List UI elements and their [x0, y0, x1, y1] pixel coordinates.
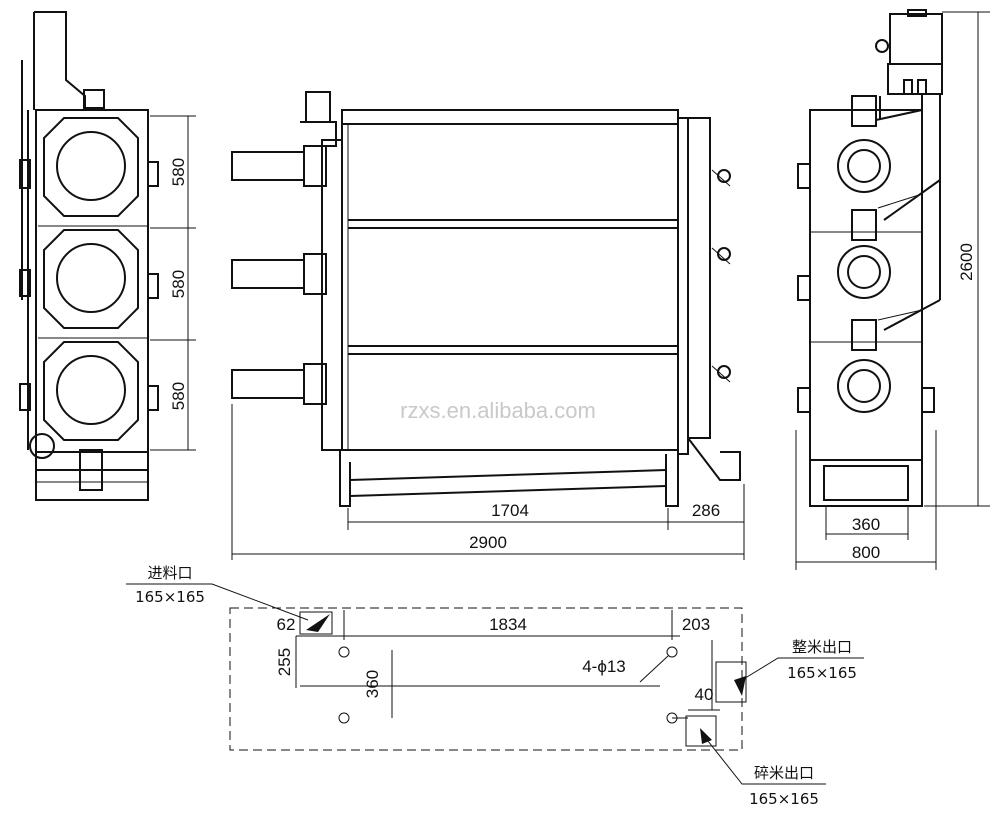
- right-dim-2600: 2600: [957, 243, 976, 281]
- plan-dim-203: 203: [682, 615, 710, 634]
- left-dim-1: 580: [169, 158, 188, 186]
- front-dim-286: 286: [692, 501, 720, 520]
- right-side-view: 2600 360 800: [795, 9, 990, 570]
- plan-dim-holes: 4-ϕ13: [582, 657, 626, 676]
- plan-view: 62 1834 203 255 360 4-ϕ13 40 进料口 165×165…: [126, 564, 864, 808]
- left-dim-2: 580: [169, 270, 188, 298]
- plan-dim-255: 255: [275, 648, 294, 676]
- whole-rice-outlet-label: 整米出口: [792, 638, 852, 656]
- front-dim-1704: 1704: [491, 501, 529, 520]
- broken-rice-outlet-size: 165×165: [749, 790, 819, 808]
- right-dim-800: 800: [852, 543, 880, 562]
- watermark: rzxs.en.alibaba.com: [400, 398, 596, 423]
- front-view: 1704 286 2900 rzxs.en.alibaba.com: [231, 91, 745, 560]
- right-dim-360: 360: [852, 515, 880, 534]
- feed-inlet-label: 进料口: [147, 564, 192, 582]
- plan-dim-40: 40: [695, 685, 714, 704]
- feed-inlet-size: 165×165: [135, 588, 205, 606]
- front-dim-2900: 2900: [469, 533, 507, 552]
- plan-dim-1834: 1834: [489, 615, 527, 634]
- whole-rice-outlet-size: 165×165: [787, 664, 857, 682]
- broken-rice-outlet-label: 碎米出口: [754, 764, 814, 782]
- left-side-view: 580 580 580: [19, 11, 196, 501]
- left-dim-3: 580: [169, 382, 188, 410]
- plan-dim-360: 360: [363, 670, 382, 698]
- plan-dim-62: 62: [277, 615, 296, 634]
